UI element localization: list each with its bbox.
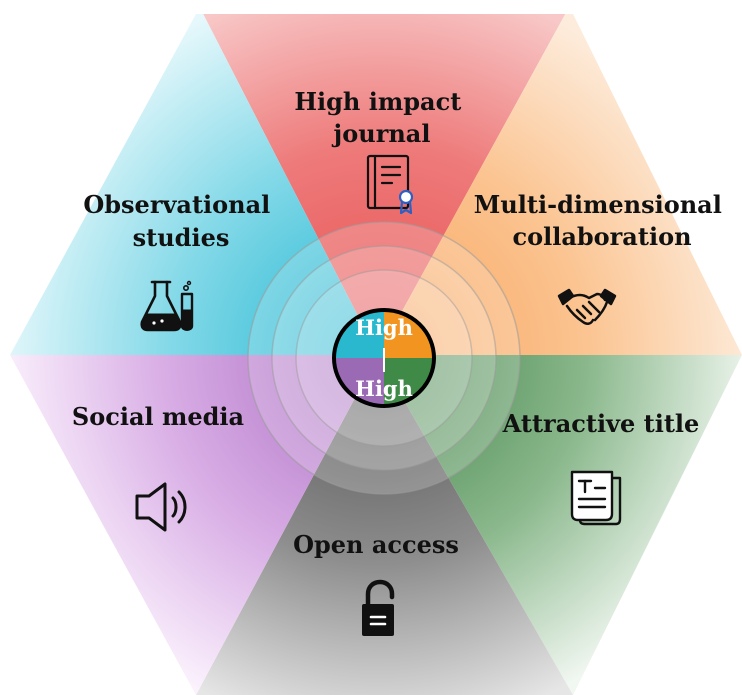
label-high-impact-journal: High impact journal	[294, 87, 469, 148]
handshake-icon	[557, 288, 617, 325]
center-quadrant-top-left	[334, 310, 384, 358]
wedge-high-impact-journal	[196, 14, 573, 355]
speaker-icon	[135, 482, 187, 532]
label-observational-studies: Observational studies	[83, 190, 278, 252]
lab-flask-icon	[140, 280, 194, 332]
center-disc: High High	[332, 308, 436, 408]
label-attractive-title: Attractive title	[502, 409, 700, 438]
label-multi-dimensional-collaboration: Multi-dimensional collaboration	[474, 190, 730, 251]
center-quadrant-bottom-left	[334, 358, 384, 406]
center-top-label: High	[355, 315, 413, 340]
center-quadrant-bottom-right	[384, 358, 434, 406]
label-social-media: Social media	[72, 402, 244, 431]
wedge-open-access	[196, 355, 573, 695]
center-bottom-label: High	[355, 376, 413, 401]
journal-certificate-icon	[366, 154, 414, 215]
document-title-icon	[570, 470, 622, 526]
center-quadrant-top-right	[384, 310, 434, 358]
unlocked-padlock-icon	[362, 579, 395, 636]
segment-labels: High impact journal Multi-dimensional co…	[72, 87, 730, 559]
label-open-access: Open access	[293, 530, 459, 559]
